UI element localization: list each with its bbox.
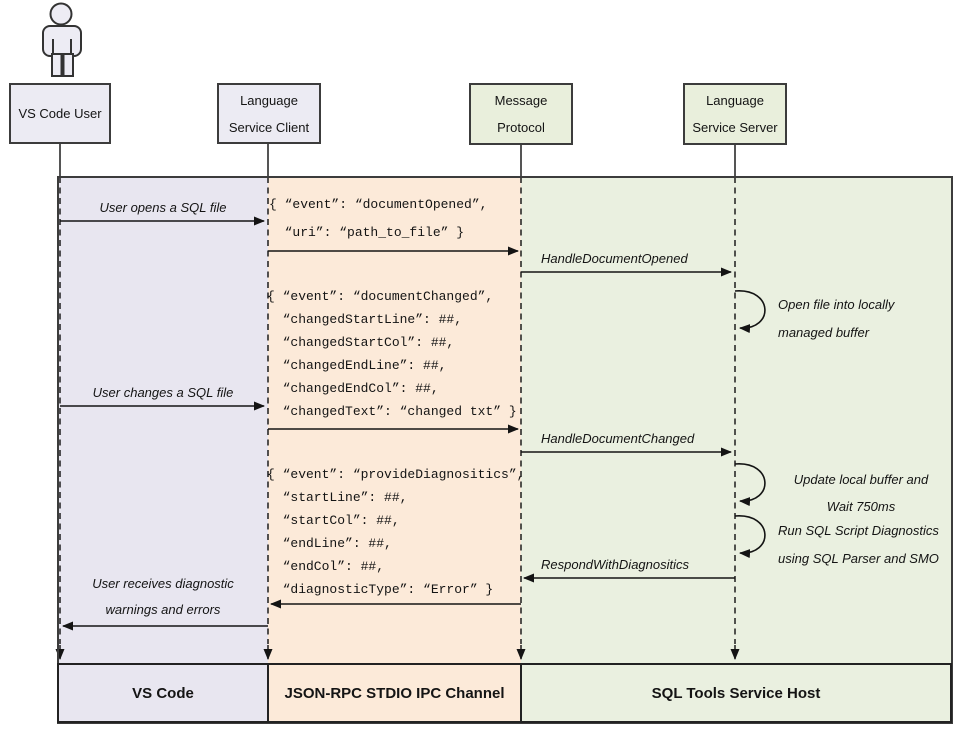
self-loop-run-diagnostics: [734, 515, 766, 559]
actor-box-language-service-client: Language Service Client: [217, 83, 321, 144]
actor-label-line: Language: [240, 92, 298, 108]
payload-provide-diagnostics: { “event”: “provideDiagnositics”, “start…: [267, 467, 525, 597]
note-run-sql-diagnostics: Run SQL Script Diagnostics using SQL Par…: [778, 523, 939, 566]
lane-ipc-channel: [268, 177, 521, 723]
label-handle-document-opened: HandleDocumentOpened: [541, 251, 688, 266]
actor-label-line: Message: [494, 93, 548, 108]
label-user-opens-file: User opens a SQL file: [99, 200, 227, 215]
lane-service-host: [521, 177, 951, 723]
label-respond-with-diagnostics: RespondWithDiagnositics: [541, 557, 690, 572]
footer-cell-ipc-channel: JSON-RPC STDIO IPC Channel: [267, 663, 522, 723]
person-icon: [42, 2, 82, 77]
actor-box-language-service-server: Language Service Server: [683, 83, 787, 145]
note-open-file-buffer: Open file into locally managed buffer: [778, 297, 895, 340]
label-user-changes-file: User changes a SQL file: [92, 385, 234, 400]
note-update-buffer-wait: Update local buffer and Wait 750ms: [793, 472, 929, 514]
label-handle-document-changed: HandleDocumentChanged: [541, 431, 695, 446]
actor-label-line: Service Server: [692, 120, 778, 135]
self-loop-open-buffer: [734, 290, 766, 334]
lane-vscode: [58, 177, 268, 723]
label-user-receives-diagnostics: User receives diagnostic warnings and er…: [92, 576, 234, 617]
actor-label-line: Language: [706, 93, 764, 108]
footer-cell-service-host: SQL Tools Service Host: [520, 663, 952, 723]
self-loop-update-buffer: [734, 463, 766, 507]
actor-box-vscode-user: VS Code User: [9, 83, 111, 144]
footer-cell-vscode: VS Code: [57, 663, 269, 723]
actor-label-line: Protocol: [497, 120, 545, 135]
actor-label: VS Code User: [18, 106, 102, 121]
actor-box-message-protocol: Message Protocol: [469, 83, 573, 145]
payload-document-opened: { “event”: “documentOpened”, “uri”: “pat…: [269, 197, 488, 240]
actor-label-line: Service Client: [228, 119, 310, 135]
payload-document-changed: { “event”: “documentChanged”, “changedSt…: [267, 289, 517, 419]
